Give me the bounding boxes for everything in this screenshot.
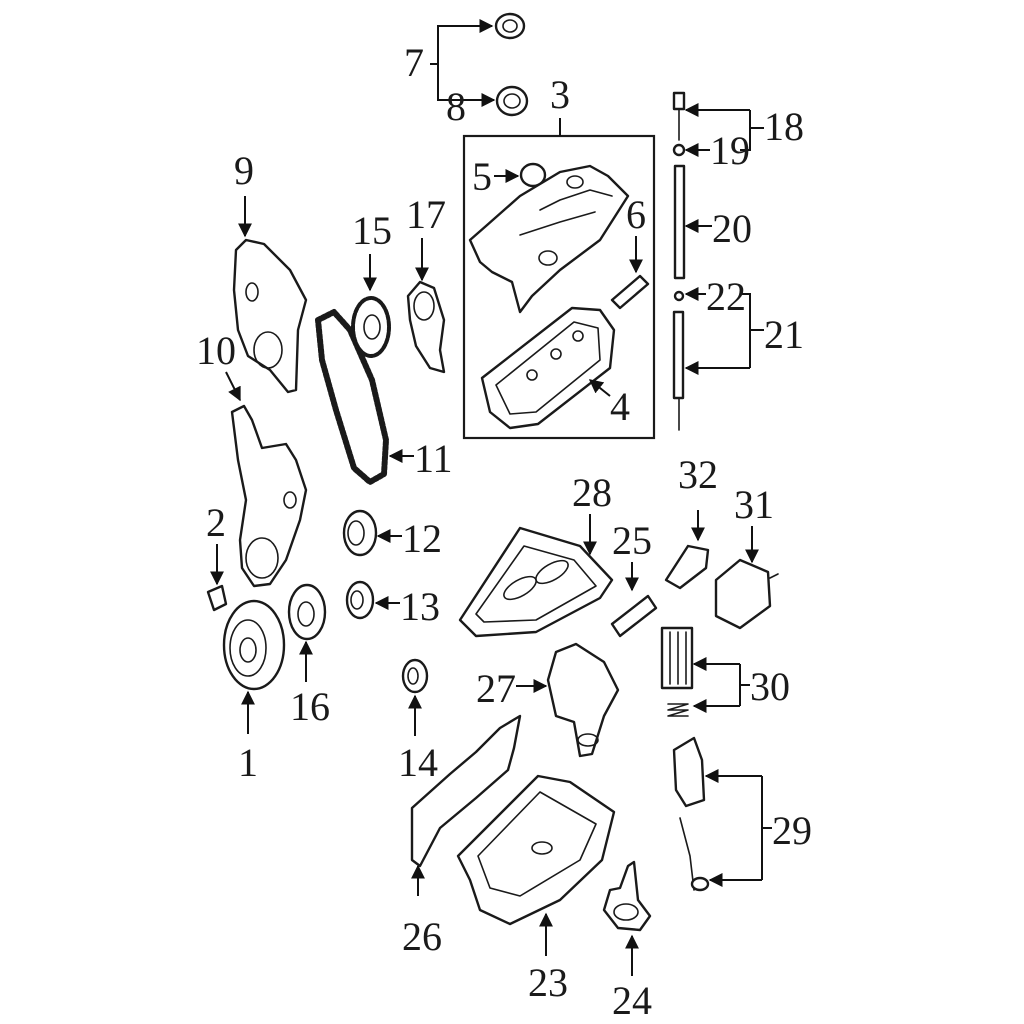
label-8: 8 <box>446 84 466 129</box>
part-2-bolt <box>206 584 228 612</box>
label-11: 11 <box>414 436 453 481</box>
label-15: 15 <box>352 208 392 253</box>
part-24-oil-pickup <box>602 860 652 932</box>
part-23-oil-pan <box>456 774 616 926</box>
label-24: 24 <box>612 978 652 1023</box>
label-2: 2 <box>206 500 226 545</box>
label-30: 30 <box>750 664 790 709</box>
part-28-oil-pan-gasket <box>458 526 614 638</box>
label-25: 25 <box>612 518 652 563</box>
label-10: 10 <box>196 328 236 373</box>
label-22: 22 <box>706 274 746 319</box>
label-12: 12 <box>402 516 442 561</box>
part-32-sensor <box>664 544 710 590</box>
label-21: 21 <box>764 312 804 357</box>
part-14-bushing <box>401 658 429 694</box>
label-16: 16 <box>290 684 330 729</box>
part-1-crankshaft-pulley <box>222 599 286 691</box>
label-32: 32 <box>678 452 718 497</box>
label-31: 31 <box>734 482 774 527</box>
label-7: 7 <box>404 40 424 85</box>
label-1: 1 <box>238 740 258 785</box>
label-4: 4 <box>610 384 630 429</box>
label-3: 3 <box>550 72 570 117</box>
part-16-crank-sprocket <box>287 583 327 641</box>
part-6-bolt <box>610 274 650 310</box>
label-27: 27 <box>476 666 516 711</box>
label-14: 14 <box>398 740 438 785</box>
part-9-upper-timing-cover <box>232 238 308 394</box>
label-29: 29 <box>772 808 812 853</box>
label-23: 23 <box>528 960 568 1005</box>
label-26: 26 <box>402 914 442 959</box>
part-15-cam-sprocket <box>351 296 391 358</box>
part-8-seal <box>495 85 529 117</box>
part-12-idler-pulley <box>342 509 378 557</box>
part-29-oil-pressure-switch <box>672 736 710 892</box>
label-5: 5 <box>472 154 492 199</box>
label-9: 9 <box>234 148 254 193</box>
label-17: 17 <box>406 192 446 237</box>
part-17-tensioner <box>406 280 446 374</box>
part-5-oil-cap-seal <box>519 162 547 188</box>
label-18: 18 <box>764 104 804 149</box>
label-6: 6 <box>626 192 646 237</box>
part-4-valve-cover-gasket <box>480 306 616 430</box>
label-19: 19 <box>710 128 750 173</box>
part-13-idler <box>345 580 375 620</box>
part-7-seal <box>494 12 526 40</box>
label-20: 20 <box>712 206 752 251</box>
label-13: 13 <box>400 584 440 629</box>
part-11-timing-belt <box>315 309 389 485</box>
part-31-module <box>714 558 779 630</box>
part-dipstick-tube <box>672 91 686 431</box>
part-valve-cover <box>468 164 630 314</box>
label-28: 28 <box>572 470 612 515</box>
part-10-lower-timing-cover <box>230 404 308 588</box>
part-27-oil-pump <box>546 642 620 758</box>
part-25-sensor <box>610 594 658 638</box>
part-30-filter-element <box>660 626 694 717</box>
